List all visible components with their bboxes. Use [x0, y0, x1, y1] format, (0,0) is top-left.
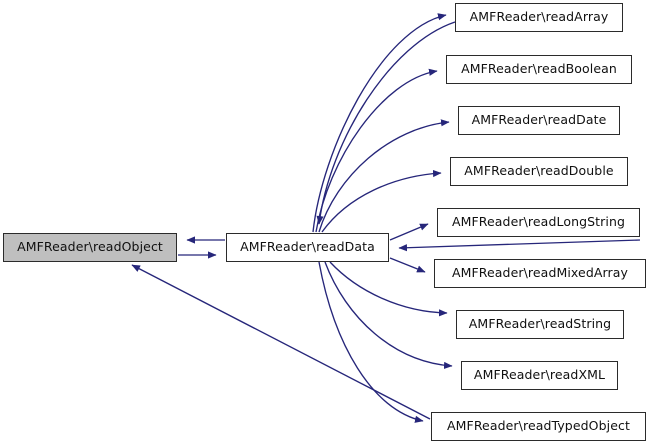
node-readlongstring-label: AMFReader\readLongString [451, 214, 626, 230]
node-readdouble-label: AMFReader\readDouble [464, 163, 614, 179]
node-readmixedarray[interactable]: AMFReader\readMixedArray [434, 259, 646, 288]
node-readtypedobject-label: AMFReader\readTypedObject [447, 418, 630, 434]
node-readarray-label: AMFReader\readArray [469, 9, 609, 25]
node-readstring[interactable]: AMFReader\readString [456, 310, 624, 339]
node-readlongstring[interactable]: AMFReader\readLongString [437, 208, 640, 237]
node-readdata-label: AMFReader\readData [240, 239, 375, 255]
node-readdouble[interactable]: AMFReader\readDouble [450, 157, 628, 186]
node-readdate-label: AMFReader\readDate [471, 112, 607, 128]
edge-readdata-to-readboolean [315, 68, 438, 233]
node-readobject[interactable]: AMFReader\readObject [3, 233, 177, 262]
node-readdate[interactable]: AMFReader\readDate [458, 106, 620, 135]
node-readboolean[interactable]: AMFReader\readBoolean [446, 55, 632, 84]
edge-readdata-to-readdouble [321, 169, 442, 233]
edge-readdata-to-readdate [318, 119, 450, 233]
edge-readdata-to-readtypedobject [318, 261, 424, 423]
edge-readarray-to-readdata [316, 21, 456, 225]
node-readstring-label: AMFReader\readString [468, 316, 612, 332]
node-readxml-label: AMFReader\readXML [473, 367, 606, 383]
node-readboolean-label: AMFReader\readBoolean [461, 61, 617, 77]
edge-readmixedarray-to-readdata [398, 239, 641, 252]
node-readxml[interactable]: AMFReader\readXML [461, 361, 618, 390]
edge-readdata-to-readarray [312, 13, 447, 233]
edge-readdata-to-readmixedarray [389, 257, 426, 273]
edge-readdata-to-readxml [324, 261, 453, 370]
node-readmixedarray-label: AMFReader\readMixedArray [451, 265, 629, 281]
node-readobject-label: AMFReader\readObject [17, 239, 163, 255]
node-readdata[interactable]: AMFReader\readData [226, 233, 389, 262]
node-readarray[interactable]: AMFReader\readArray [455, 3, 623, 32]
edge-readdata-to-readstring [329, 261, 448, 317]
edge-readdata-to-readlongstring [389, 223, 429, 241]
edge-readtypedobject-to-readobject [131, 264, 431, 420]
node-readtypedobject[interactable]: AMFReader\readTypedObject [431, 412, 646, 441]
